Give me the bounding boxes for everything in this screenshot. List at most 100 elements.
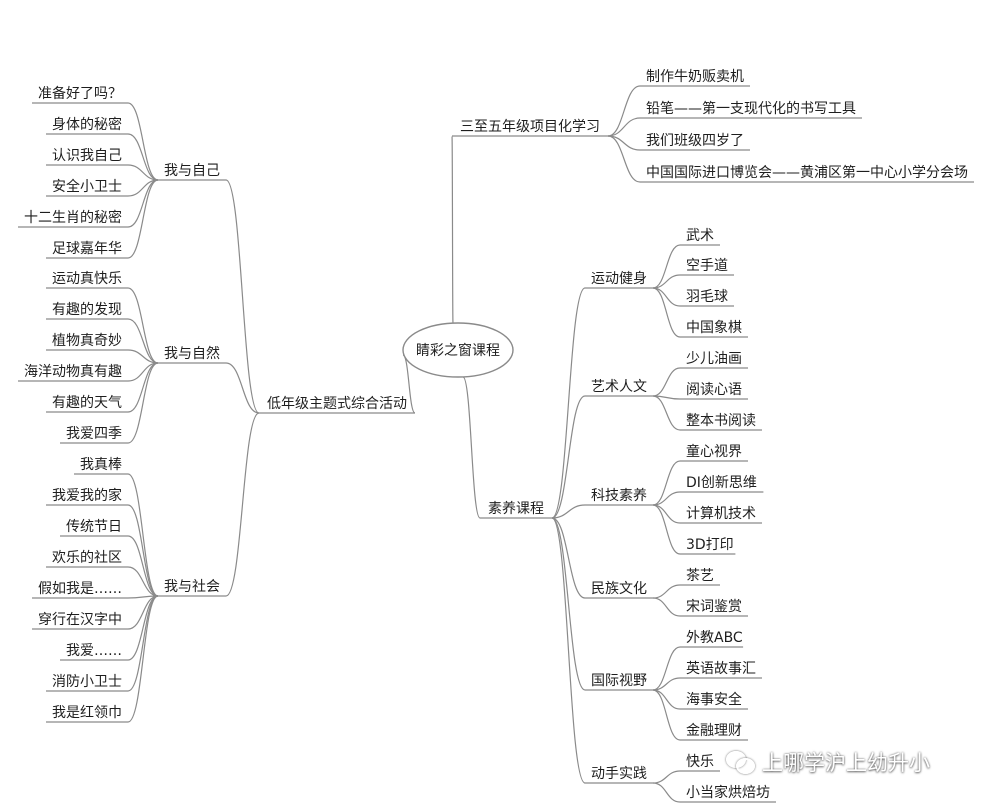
link-left-group-1-item-6: [127, 179, 159, 259]
link-left-group-2-item-3: [127, 349, 159, 364]
link-right-group-1-item-3: [652, 287, 681, 307]
topic-literacy-courses: 素养课程: [488, 501, 544, 517]
left-group-2-item-4: 海洋动物真有趣: [24, 364, 122, 380]
link-top-item-2: [607, 117, 641, 137]
left-group-1-item-5: 十二生肖的秘密: [24, 209, 122, 226]
right-group-2-item-2: 阅读心语: [686, 381, 742, 398]
left-group-2: 我与自然: [164, 345, 220, 362]
right-group-5-item-1: 外教ABC: [686, 630, 743, 646]
link-left-group-2-item-1: [127, 287, 159, 364]
link-right-group-5-item-1: [652, 646, 681, 691]
link-right-group-5-item-4: [652, 689, 681, 741]
right-group-3-item-2: DI创新思维: [686, 475, 757, 491]
left-group-1-item-3: 认识我自己: [52, 148, 122, 164]
link-right-group-1: [551, 287, 586, 519]
top-item-1: 制作牛奶贩卖机: [646, 69, 744, 85]
top-item-4: 中国国际进口博览会——黄浦区第一中心小学分会场: [646, 164, 968, 181]
center-node-ellipse: [402, 322, 514, 378]
top-item-3: 我们班级四岁了: [646, 133, 744, 149]
left-group-1-item-2: 身体的秘密: [52, 116, 122, 133]
left-group-2-item-6: 我爱四季: [66, 426, 122, 442]
left-group-1: 我与自己: [164, 163, 220, 179]
link-right-group-3-item-1: [652, 460, 681, 506]
right-group-2-item-1: 少儿油画: [686, 351, 742, 367]
right-group-5-item-2: 英语故事汇: [686, 660, 756, 677]
link-right-group-2: [551, 395, 586, 519]
watermark: 上哪学沪上幼升小: [726, 742, 996, 782]
right-group-2: 艺术人文: [591, 379, 647, 395]
link-right-group-1-item-2: [652, 274, 681, 289]
topic-theme-activities: 低年级主题式综合活动: [267, 396, 407, 412]
link-left-group-1-item-1: [127, 102, 159, 181]
left-group-1-item-6: 足球嘉年华: [52, 241, 122, 257]
link-left-group-3-item-2: [127, 504, 159, 597]
link-left-group-3-item-1: [127, 473, 159, 597]
link-right-group-2-item-1: [652, 367, 681, 397]
link-left-group-2-item-6: [127, 362, 159, 444]
left-group-2-item-5: 有趣的天气: [52, 395, 122, 411]
link-right-group-6-item-2: [652, 782, 681, 803]
link-right-group-4-item-1: [652, 584, 681, 599]
link-right-group-3-item-3: [652, 504, 681, 524]
right-group-1-item-4: 中国象棋: [686, 320, 742, 336]
link-right-group-5-item-2: [652, 677, 681, 691]
link-left-group-3-item-4: [127, 566, 159, 597]
link-right-group-3-item-2: [652, 491, 681, 506]
link-right-group-2-item-3: [652, 395, 681, 431]
link-right-group-4-item-2: [652, 597, 681, 617]
link-left-group-2: [225, 362, 260, 414]
left-group-3-item-8: 消防小卫士: [52, 674, 122, 690]
link-left-group-1-item-3: [127, 164, 159, 181]
right-group-5-item-3: 海事安全: [686, 691, 742, 708]
left-group-3-item-2: 我爱我的家: [52, 487, 122, 504]
link-top-item-1: [607, 85, 641, 137]
top-item-2: 铅笔——第一支现代化的书写工具: [646, 100, 856, 117]
link-center-top: [451, 135, 454, 324]
right-group-5: 国际视野: [591, 673, 647, 689]
link-left-group-1: [225, 179, 260, 414]
right-group-3-item-1: 童心视界: [686, 443, 742, 460]
right-group-1-item-3: 羽毛球: [686, 289, 728, 305]
link-right-group-3-item-4: [652, 504, 681, 555]
right-group-1-item-2: 空手道: [686, 258, 728, 274]
left-group-1-item-1: 准备好了吗？: [38, 85, 122, 102]
link-right-group-6: [551, 517, 586, 784]
left-group-2-item-2: 有趣的发现: [52, 302, 122, 318]
right-group-4: 民族文化: [591, 581, 647, 597]
right-group-1: 运动健身: [591, 271, 647, 287]
link-right-group-1-item-4: [652, 287, 681, 338]
link-center-right: [462, 376, 481, 519]
link-right-group-3: [551, 504, 586, 519]
link-left-group-3: [225, 412, 260, 597]
left-group-3-item-9: 我是红领巾: [52, 705, 122, 721]
left-group-3-item-6: 穿行在汉字中: [38, 612, 122, 628]
right-group-3: 科技素养: [591, 488, 647, 504]
wechat-icon: [726, 749, 756, 775]
link-left-group-3-item-8: [127, 595, 159, 692]
left-group-1-item-4: 安全小卫士: [52, 178, 122, 195]
right-group-1-item-1: 武术: [686, 228, 714, 244]
right-group-2-item-3: 整本书阅读: [686, 412, 756, 429]
center-node: 睛彩之窗课程: [416, 342, 500, 359]
left-group-3-item-7: 我爱……: [66, 643, 122, 659]
link-left-group-1-item-2: [127, 133, 159, 181]
link-right-group-5: [551, 517, 586, 691]
link-right-group-1-item-1: [652, 244, 681, 289]
left-group-3-item-4: 欢乐的社区: [52, 550, 122, 566]
right-group-6: 动手实践: [591, 766, 647, 782]
watermark-text: 上哪学沪上幼升小: [762, 751, 930, 775]
right-group-6-item-2: 小当家烘焙坊: [686, 784, 770, 801]
left-group-2-item-1: 运动真快乐: [52, 271, 122, 287]
link-right-group-6-item-1: [652, 770, 681, 784]
right-group-3-item-4: 3D打印: [686, 536, 734, 553]
left-group-2-item-3: 植物真奇妙: [52, 332, 122, 349]
left-group-3: 我与社会: [164, 579, 220, 595]
left-group-3-item-3: 传统节日: [66, 519, 122, 535]
link-top-item-4: [607, 135, 641, 183]
right-group-6-item-1: 快乐: [686, 754, 714, 770]
link-left-group-2-item-2: [127, 318, 159, 364]
left-group-3-item-5: 假如我是……: [38, 581, 122, 597]
right-group-5-item-4: 金融理财: [686, 723, 742, 739]
link-right-group-4: [551, 517, 586, 599]
link-left-group-3-item-3: [127, 535, 159, 597]
